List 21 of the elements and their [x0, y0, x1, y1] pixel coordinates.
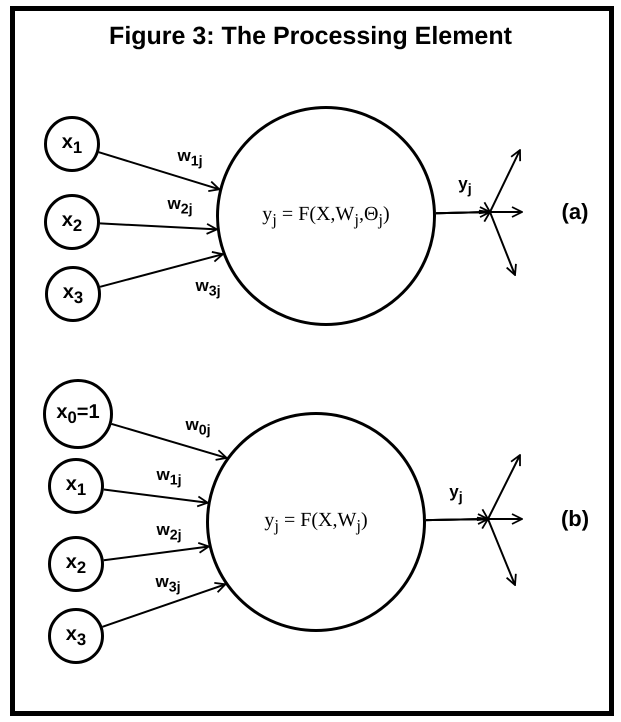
arrow [100, 222, 218, 235]
panel-label: (a) [562, 199, 588, 225]
input-label: x$_{3}$ [62, 282, 84, 306]
input-label: x$_{3}$ [66, 624, 86, 648]
formula-text: y$_{j}$ = F(X,W$_{j}$,Θ$_{j}$) [262, 204, 390, 228]
input-label: x$_{1}$ [62, 132, 82, 156]
arrow [100, 251, 224, 288]
panel-label: (b) [560, 506, 590, 532]
input-label: x$_{2}$ [62, 210, 82, 234]
arrow [104, 542, 210, 562]
arrow [436, 202, 517, 276]
input-label: x$_{0}$=1 [56, 402, 100, 426]
arrow [104, 488, 209, 508]
figure-title: Figure 3: The Processing Element [108, 22, 513, 51]
formula-text: y$_{j}$ = F(X,W$_{j}$) [264, 510, 368, 534]
arrow [426, 508, 517, 586]
arrow [111, 422, 228, 461]
input-label: x$_{1}$ [66, 474, 86, 498]
input-label: x$_{2}$ [66, 552, 86, 576]
arrow [102, 582, 226, 628]
arrow [98, 151, 220, 192]
